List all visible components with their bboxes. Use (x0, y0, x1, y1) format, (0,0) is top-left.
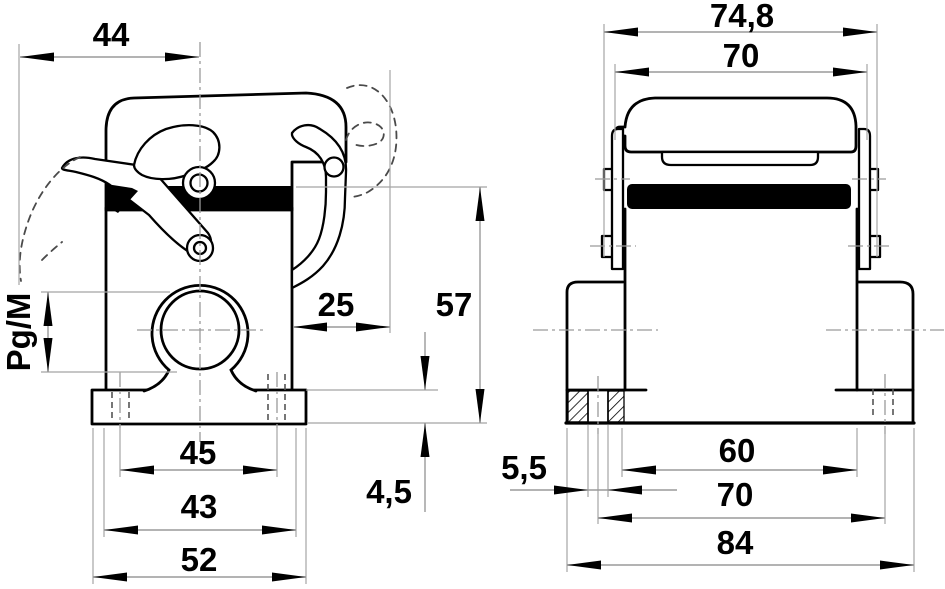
section-hatching (567, 390, 625, 423)
clamp-bolts (600, 167, 882, 259)
dim-45-label: 45 (180, 434, 217, 471)
dim-4-5-label: 4,5 (366, 473, 412, 510)
dim-60-label: 60 (719, 432, 756, 469)
dim-44-label: 44 (93, 16, 130, 53)
lever-swing-arc-left (18, 156, 81, 282)
lever-swing-arc-right (346, 84, 398, 198)
extension-lines (18, 24, 915, 584)
front-seal-bar (627, 184, 851, 209)
clamp-bracket-left (610, 127, 625, 271)
lever-swing-arc-left-stub (41, 241, 63, 261)
catch-pin (323, 156, 345, 178)
side-lobe-right (856, 280, 915, 425)
mounting-hole-hidden (872, 389, 894, 419)
dim-74-8-label: 74,8 (710, 0, 774, 34)
locking-lever-arm (60, 156, 213, 258)
dimension-arrows (20, 27, 914, 582)
dim-57-label: 57 (436, 286, 473, 323)
dimension-labels: 44 74,8 70 25 57 45 43 4,5 52 5,5 60 70 … (0, 0, 774, 578)
lever-open-position-phantom (345, 121, 385, 147)
lever-silhouette-wedge (106, 184, 138, 213)
dim-52-label: 52 (181, 541, 218, 578)
dim-5-5-label: 5,5 (501, 449, 547, 486)
latch-pin (189, 173, 209, 193)
side-lobe-left (565, 280, 625, 425)
side-view-flange (90, 388, 308, 426)
side-view-cover-outline (104, 91, 348, 212)
cover-inset-tab (660, 150, 820, 167)
front-view-cover (614, 96, 858, 154)
dim-70-top-label: 70 (723, 37, 760, 74)
centerlines (119, 42, 944, 442)
side-view (18, 84, 398, 426)
dim-25-label: 25 (318, 286, 355, 323)
front-view (564, 96, 916, 425)
dim-43-label: 43 (181, 488, 218, 525)
clamp-bracket-right (857, 127, 872, 271)
flange-hidden-holes (111, 374, 286, 421)
dim-84-label: 84 (717, 524, 754, 561)
locking-lever-head (132, 124, 221, 181)
dim-70-bottom-label: 70 (717, 476, 754, 513)
thread-size-label: Pg/M (0, 293, 37, 372)
